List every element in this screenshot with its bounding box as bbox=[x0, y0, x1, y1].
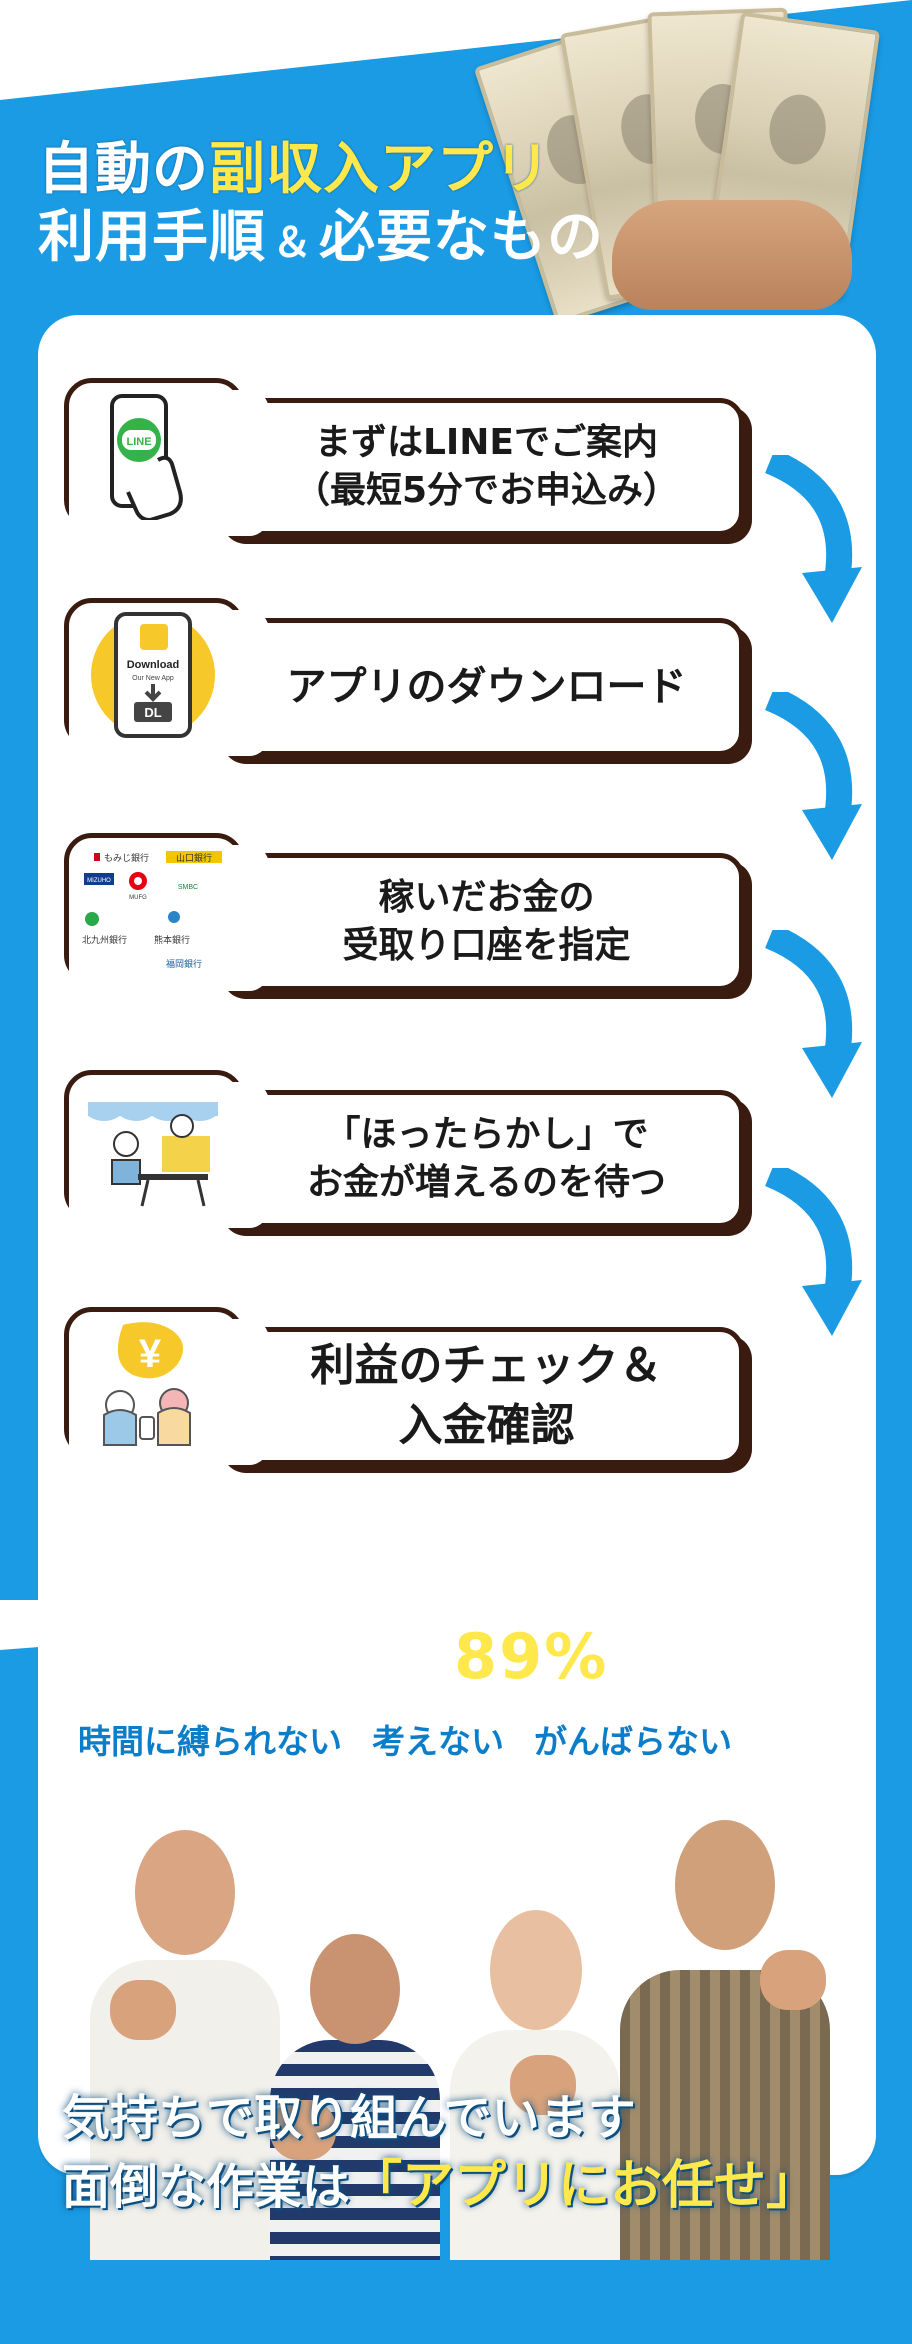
tag-no-effort: がんばらない bbox=[524, 1714, 742, 1772]
step-4-text: 「ほったらかし」で お金が増えるのを待つ bbox=[307, 1114, 666, 1203]
stats-headline: アプリ利用者の89%が bbox=[62, 1620, 665, 1693]
flow-arrow-2 bbox=[764, 692, 862, 860]
step-3-text: 稼いだお金の 受取り口座を指定 bbox=[342, 877, 631, 966]
step-1: まずはLINEでご案内 （最短5分でお申込み） LINE bbox=[64, 378, 744, 543]
svg-text:SMBC: SMBC bbox=[178, 884, 198, 891]
flow-arrow-3 bbox=[764, 930, 862, 1098]
svg-text:熊本銀行: 熊本銀行 bbox=[154, 934, 190, 945]
svg-text:LINE: LINE bbox=[126, 436, 151, 448]
svg-text:MUFG: MUFG bbox=[129, 895, 147, 901]
line-phone-icon: LINE bbox=[110, 394, 183, 520]
money-image bbox=[472, 0, 892, 326]
step-2-text: アプリのダウンロード bbox=[286, 664, 687, 710]
bank-logos-icon: もみじ銀行 山口銀行 MIZUHO MUFG SMBC 北九州銀行 熊本銀行 福… bbox=[78, 845, 228, 975]
title-highlight: 副収入アプリ bbox=[209, 137, 551, 202]
caption-highlight: 「アプリにお任せ」 bbox=[350, 2156, 819, 2216]
step-4: 「ほったらかし」で お金が増えるのを待つ bbox=[64, 1070, 744, 1235]
svg-text:MIZUHO: MIZUHO bbox=[87, 878, 111, 884]
caption-line-1: 気持ちで取り組んでいます bbox=[62, 2090, 636, 2146]
title-line2-suffix: 必要なもの bbox=[319, 205, 604, 270]
title-ampersand: ＆ bbox=[272, 220, 313, 266]
step-5: 利益のチェック＆ 入金確認 ¥ bbox=[64, 1307, 744, 1472]
svg-text:¥: ¥ bbox=[139, 1332, 162, 1376]
svg-text:北九州銀行: 北九州銀行 bbox=[82, 934, 127, 945]
step-1-text: まずはLINEでご案内 （最短5分でお申込み） bbox=[293, 422, 680, 511]
title-prefix: 自動の bbox=[38, 137, 209, 202]
step-3: 稼いだお金の 受取り口座を指定 もみじ銀行 山口銀行 MIZUHO MUFG S… bbox=[64, 833, 744, 998]
title-line2-prefix: 利用手順 bbox=[38, 205, 266, 270]
yen-check-icon: ¥ bbox=[103, 1322, 191, 1446]
step-5-text: 利益のチェック＆ 入金確認 bbox=[310, 1340, 663, 1451]
benefit-tags: 時間に縛られない 考えない がんばらない bbox=[68, 1714, 742, 1772]
bottom-caption: 気持ちで取り組んでいます 面倒な作業は「アプリにお任せ」 bbox=[62, 2085, 818, 2222]
svg-text:DL: DL bbox=[144, 705, 161, 720]
svg-text:山口銀行: 山口銀行 bbox=[176, 852, 212, 863]
people-photo bbox=[60, 1790, 850, 2260]
relaxing-cafe-icon bbox=[88, 1102, 218, 1207]
download-phone-icon: Download Our New App DL bbox=[91, 612, 215, 738]
page-title: 自動の副収入アプリ 利用手順＆必要なもの bbox=[38, 138, 604, 277]
svg-text:Our New App: Our New App bbox=[132, 675, 174, 682]
svg-text:福岡銀行: 福岡銀行 bbox=[166, 958, 202, 969]
tag-no-time-limit: 時間に縛られない bbox=[68, 1714, 352, 1772]
svg-text:Download: Download bbox=[127, 659, 180, 671]
tag-no-thinking: 考えない bbox=[362, 1714, 514, 1772]
stats-percentage: 89% bbox=[454, 1620, 609, 1693]
caption-line-2: 面倒な作業は「アプリにお任せ」 bbox=[62, 2156, 819, 2216]
step-2: アプリのダウンロード Download Our New App DL bbox=[64, 598, 744, 763]
svg-text:もみじ銀行: もみじ銀行 bbox=[104, 852, 149, 863]
flow-arrow-1 bbox=[764, 455, 862, 623]
flow-arrow-4 bbox=[764, 1168, 862, 1336]
